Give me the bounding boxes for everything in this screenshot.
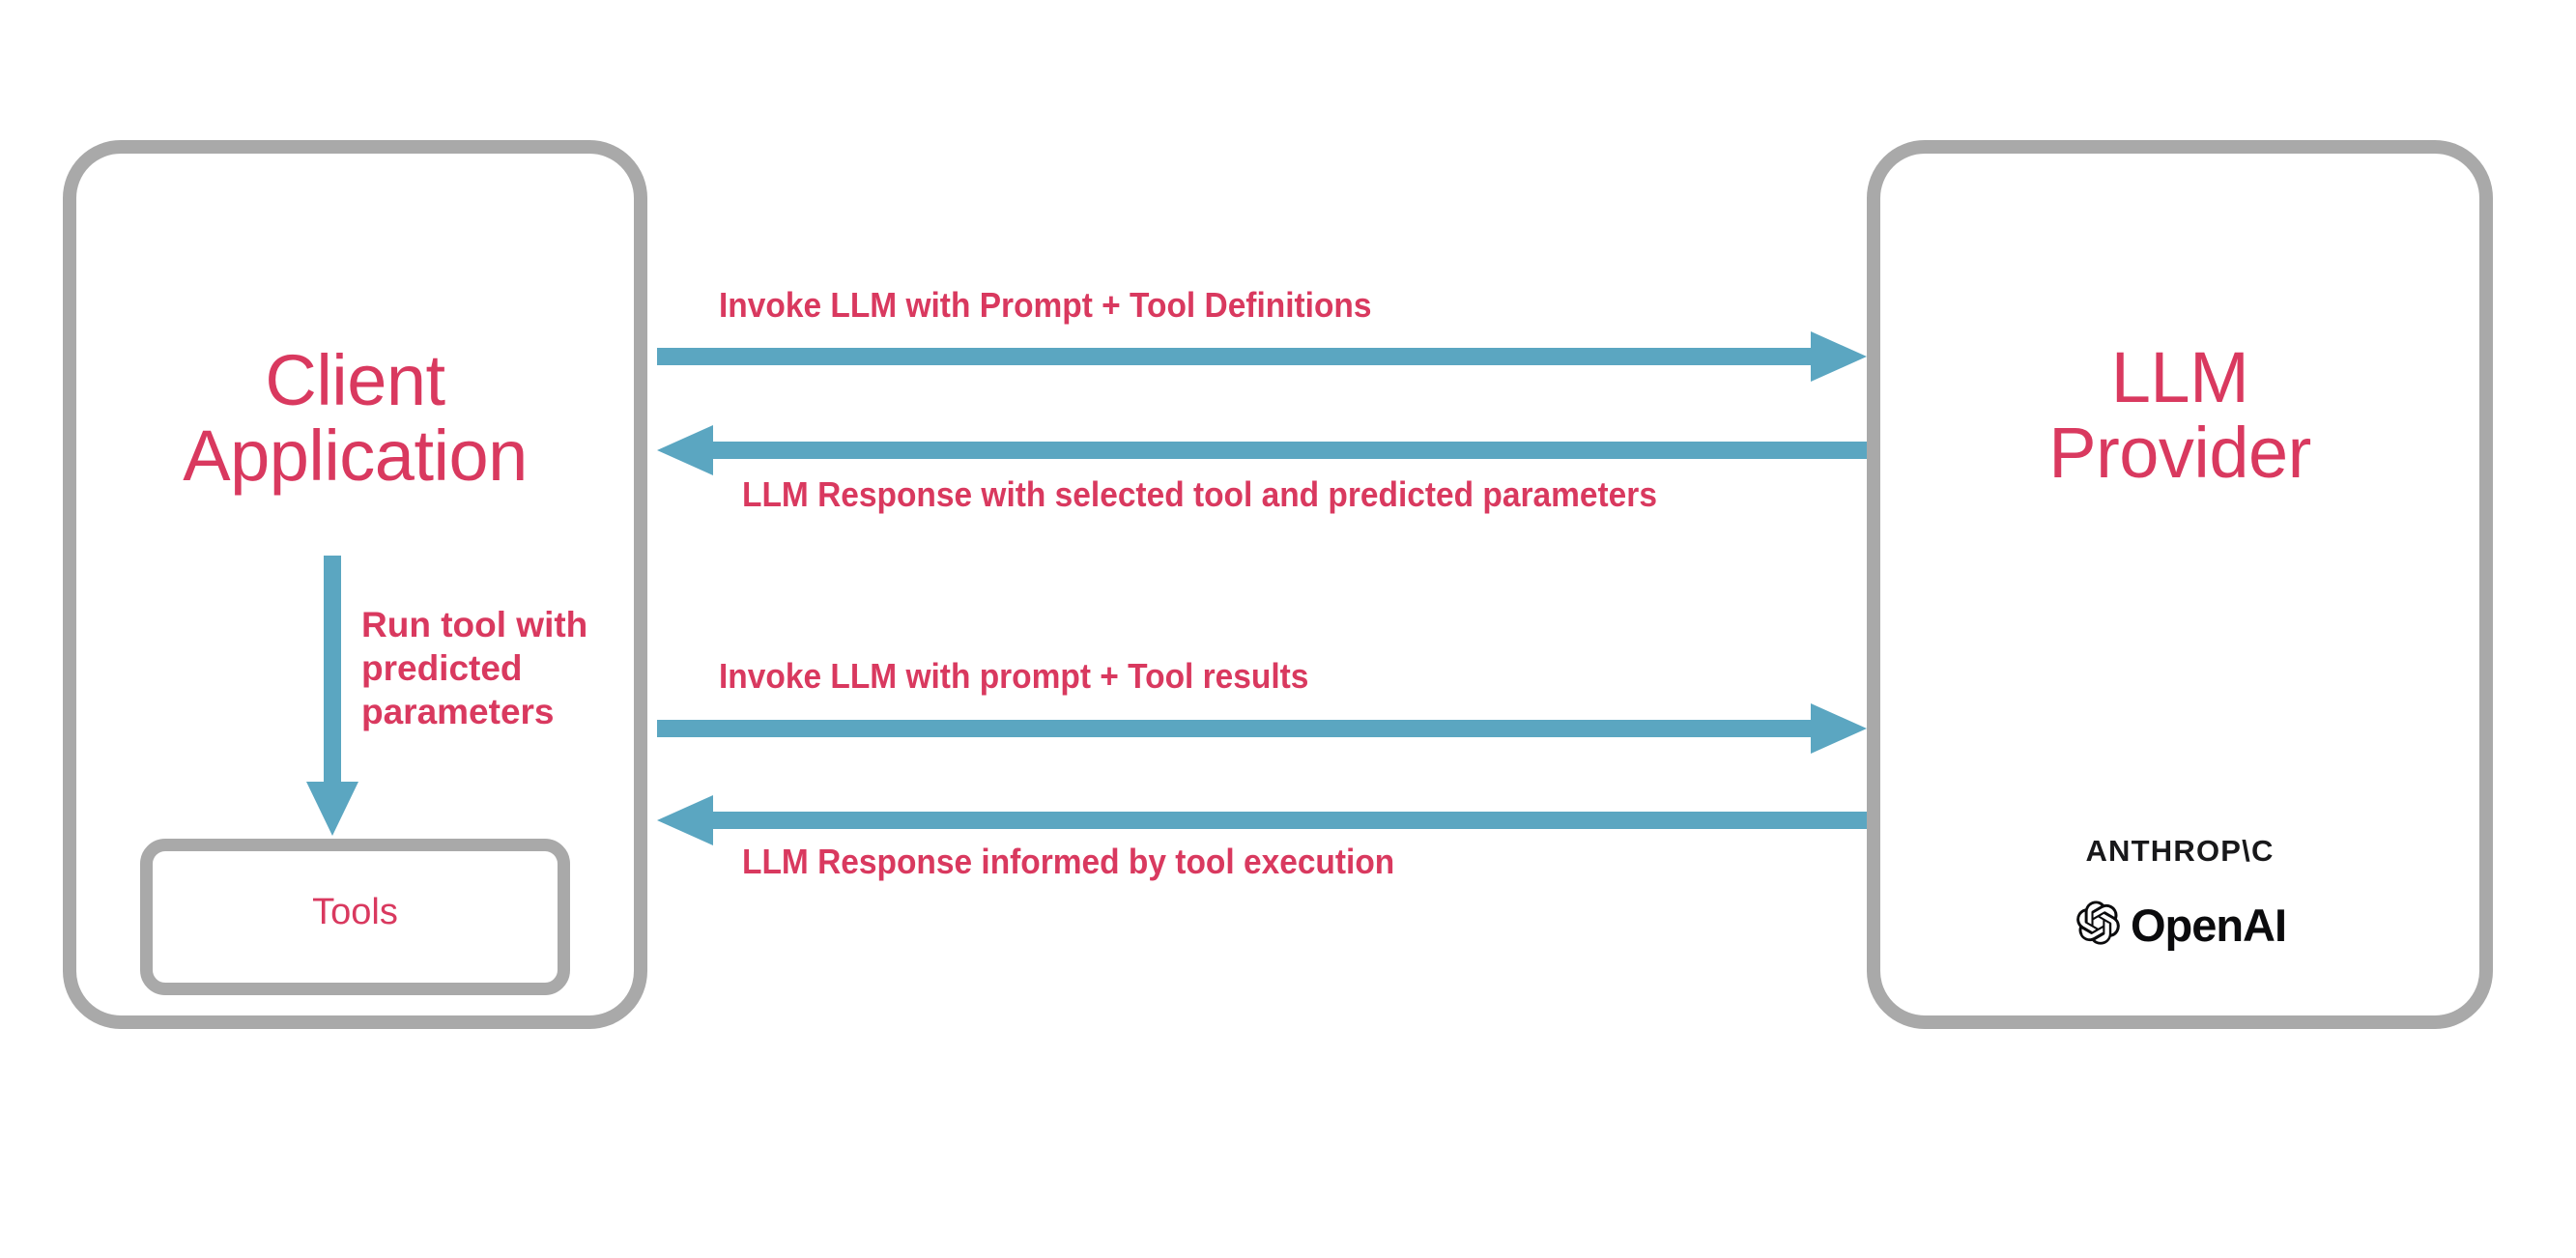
arrow-shaft <box>713 812 1867 829</box>
arrow-response-informed <box>657 795 1867 845</box>
llm-provider-node <box>1867 140 2493 1029</box>
arrow-response-tool <box>657 425 1867 475</box>
arrow-shaft <box>324 556 341 782</box>
flow-label-response-informed: LLM Response informed by tool execution <box>742 842 1395 881</box>
flow-label-response-tool: LLM Response with selected tool and pred… <box>742 474 1657 514</box>
arrow-head-right-icon <box>1811 703 1867 754</box>
openai-mark-icon <box>2074 899 2122 952</box>
openai-wordmark: OpenAI <box>2130 900 2287 951</box>
arrow-head-right-icon <box>1811 331 1867 382</box>
arrow-shaft <box>657 348 1811 365</box>
tools-node <box>140 839 570 995</box>
arrow-invoke-tools <box>657 331 1867 382</box>
arrow-shaft <box>713 442 1867 459</box>
arrow-head-left-icon <box>657 795 713 845</box>
arrow-shaft <box>657 720 1811 737</box>
llm-provider-title: LLM Provider <box>2048 337 2311 493</box>
flow-label-run-tool: Run tool with predicted parameters <box>361 605 588 732</box>
anthropic-logo: ANTHROP\C <box>2085 834 2275 868</box>
flow-label-invoke-tools: Invoke LLM with Prompt + Tool Definition… <box>719 285 1372 325</box>
openai-logo: OpenAI <box>1867 899 2493 952</box>
arrow-head-down-icon <box>306 782 358 836</box>
flow-label-invoke-results: Invoke LLM with prompt + Tool results <box>719 656 1309 696</box>
tools-label: Tools <box>312 892 398 932</box>
arrow-run-tool <box>306 556 358 836</box>
client-application-title: Client Application <box>183 340 528 496</box>
arrow-head-left-icon <box>657 425 713 475</box>
arrow-invoke-results <box>657 703 1867 754</box>
